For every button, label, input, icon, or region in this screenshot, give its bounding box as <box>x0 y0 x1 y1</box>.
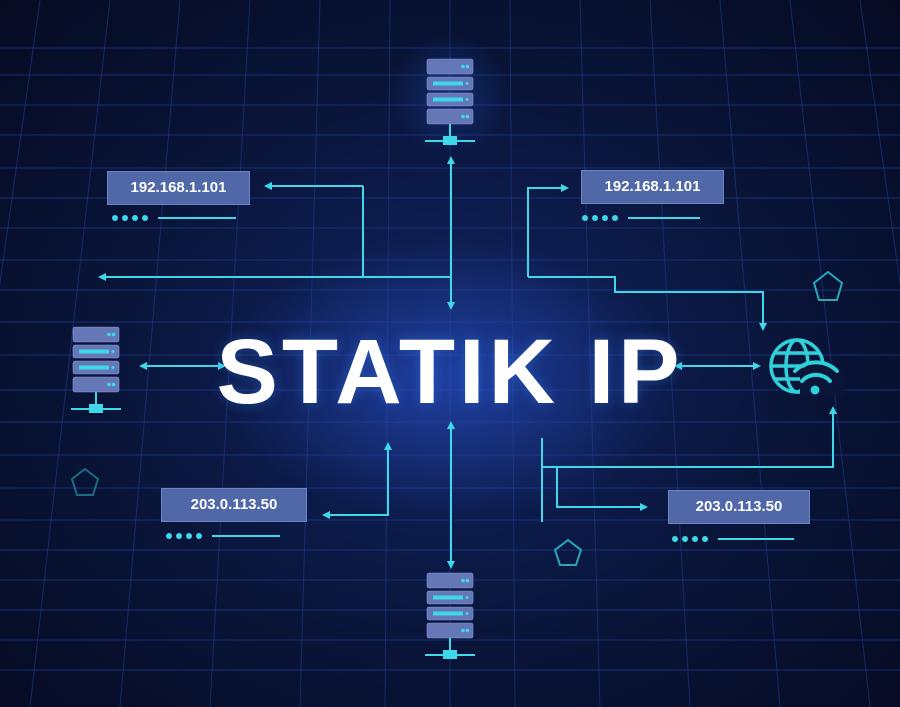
ip-label-top-right: 192.168.1.101 <box>581 170 724 204</box>
arrow-to-bottom-right-ip <box>556 467 648 511</box>
page-title: STATIK IP <box>216 321 684 423</box>
pentagon-icon <box>812 270 844 301</box>
pentagon-icon <box>70 467 100 496</box>
pentagon-icon <box>553 538 583 566</box>
arrow-up-to-globe <box>542 406 837 468</box>
ip-label-bottom-right: 203.0.113.50 <box>668 490 810 524</box>
arrow-to-globe <box>528 276 767 331</box>
status-dots-bottom-right <box>672 536 794 542</box>
ip-label-bottom-left: 203.0.113.50 <box>161 488 307 522</box>
status-dots-bottom-left <box>166 533 280 539</box>
status-dots-top-left <box>112 215 236 221</box>
arrow-to-bottom-left-ip <box>322 442 392 519</box>
status-dots-top-right <box>582 215 700 221</box>
ip-label-top-left: 192.168.1.101 <box>107 171 250 205</box>
arrow-to-top-right-ip <box>527 184 569 277</box>
